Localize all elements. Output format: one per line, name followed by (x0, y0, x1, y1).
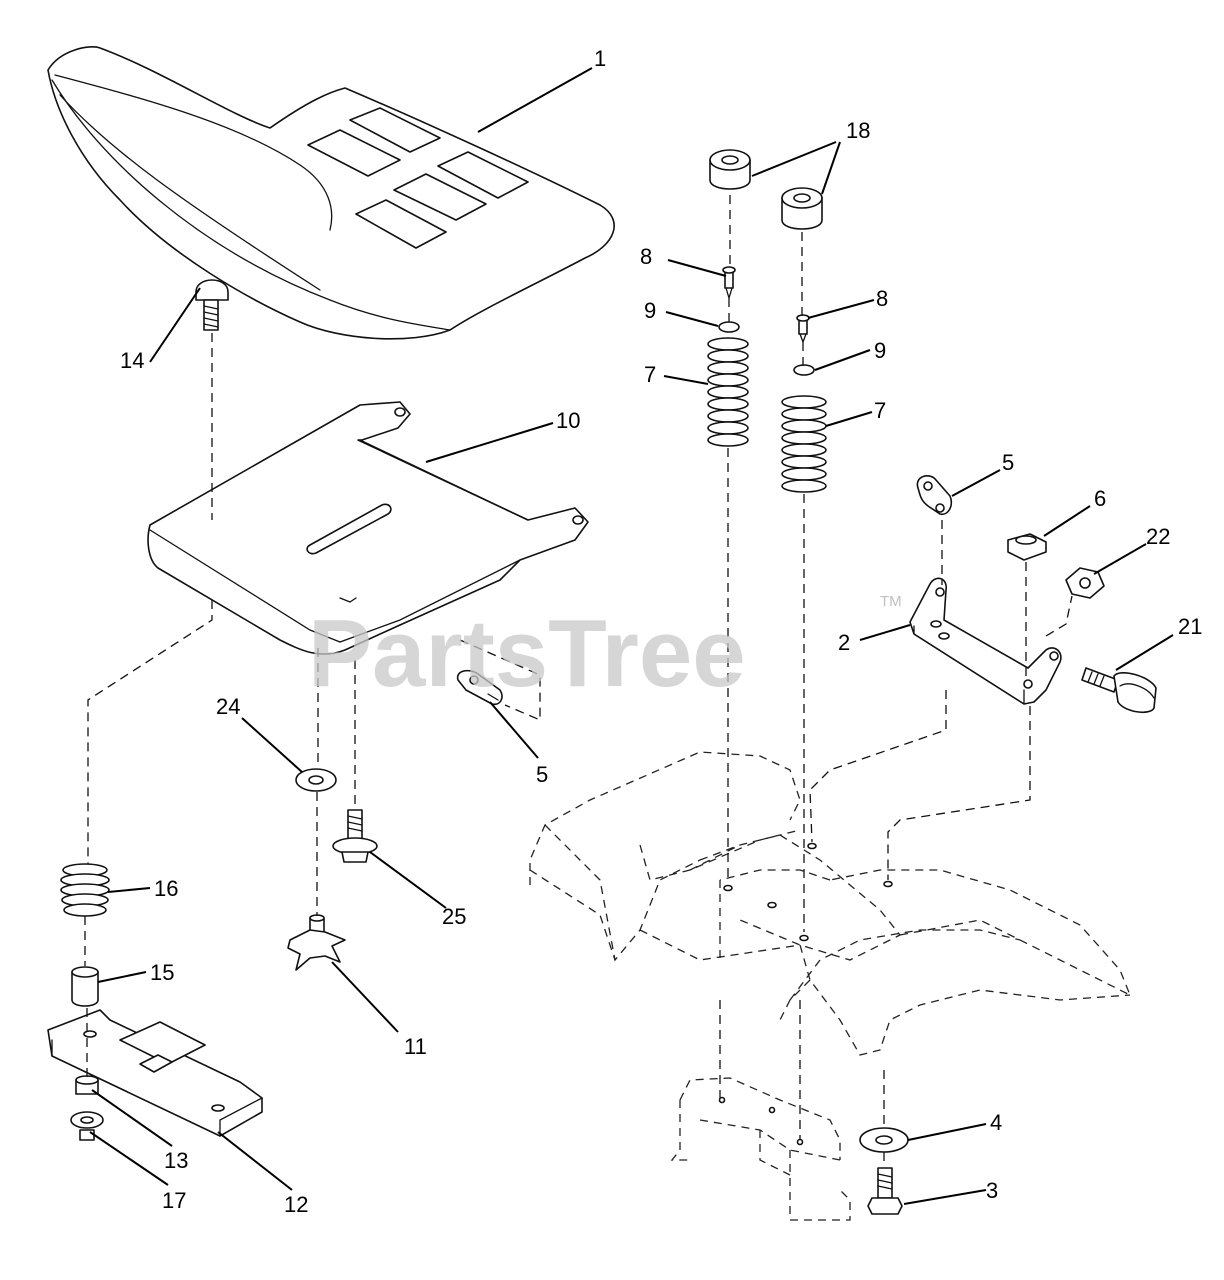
lock-nut[interactable] (1007, 533, 1047, 561)
bracket-plate[interactable] (47, 1009, 263, 1137)
callout-8-right: 8 (876, 286, 888, 311)
pin-8-left[interactable] (722, 266, 736, 301)
callout-11: 11 (404, 1034, 427, 1059)
callout-9-right: 9 (874, 338, 886, 363)
assembly-centerlines (84, 195, 1073, 1166)
hinge-clip-right[interactable] (916, 475, 953, 516)
callout-1: 1 (594, 46, 606, 71)
tractor-frame-phantom (529, 751, 1132, 1056)
shoulder-bolt[interactable] (332, 809, 378, 863)
bushing-18-left[interactable] (709, 149, 751, 190)
bushing-18-right[interactable] (781, 187, 823, 230)
star-knob[interactable] (287, 914, 346, 971)
callout-leaders (89, 67, 1174, 1205)
callout-8-left: 8 (640, 244, 652, 269)
seat-pan[interactable] (147, 401, 589, 655)
callout-17: 17 (162, 1188, 186, 1213)
callout-5-left: 5 (536, 762, 548, 787)
carriage-bolt[interactable] (195, 279, 229, 331)
callout-9-left: 9 (644, 298, 656, 323)
callout-21: 21 (1178, 614, 1202, 639)
callout-16: 16 (154, 876, 178, 901)
spring-16[interactable] (60, 863, 110, 917)
washer-17[interactable] (70, 1111, 104, 1141)
callout-5-right: 5 (1002, 450, 1014, 475)
callout-7-right: 7 (874, 398, 886, 423)
watermark-trademark: TM (880, 593, 902, 610)
hex-bolt[interactable] (867, 1167, 903, 1215)
spring-7-left[interactable] (707, 337, 749, 447)
bushing-15[interactable] (71, 966, 99, 1007)
callout-4: 4 (990, 1110, 1002, 1135)
callout-15: 15 (150, 960, 174, 985)
callout-25: 25 (442, 904, 466, 929)
callout-14: 14 (120, 348, 144, 373)
washer-24[interactable] (295, 768, 337, 792)
callout-3: 3 (986, 1178, 998, 1203)
lower-bracket-phantom (670, 1077, 851, 1221)
washer-9-left[interactable] (718, 321, 740, 333)
callout-7-left: 7 (644, 362, 656, 387)
callout-12: 12 (284, 1192, 308, 1217)
hinge-clip-left[interactable] (456, 669, 503, 706)
hex-nut[interactable] (1065, 567, 1105, 599)
spring-7-right[interactable] (781, 395, 827, 493)
callout-labels: 1 10 14 18 8 8 9 9 7 7 5 6 22 21 2 5 24 … (120, 46, 1202, 1217)
washer-4[interactable] (859, 1127, 909, 1153)
callout-2: 2 (838, 630, 850, 655)
bolt-21[interactable] (1081, 667, 1157, 714)
hinge-bracket[interactable] (909, 577, 1062, 705)
callout-13: 13 (164, 1148, 188, 1173)
washer-9-right[interactable] (793, 364, 815, 376)
callout-22: 22 (1146, 524, 1170, 549)
callout-24: 24 (216, 694, 240, 719)
seat-grip-pattern (307, 107, 529, 249)
callout-6: 6 (1094, 486, 1106, 511)
pin-8-right[interactable] (796, 314, 810, 344)
watermark: PartsTree (308, 600, 746, 707)
callout-18: 18 (846, 118, 870, 143)
frame-holes (723, 842, 893, 942)
callout-10: 10 (556, 408, 580, 433)
seat[interactable] (47, 46, 615, 340)
